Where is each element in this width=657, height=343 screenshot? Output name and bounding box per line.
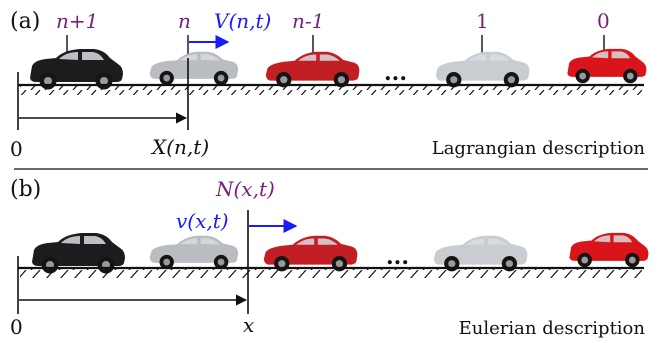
- car-icon: [263, 235, 358, 272]
- eulerian-description: Eulerian description: [459, 318, 646, 339]
- road-hatching: [20, 86, 642, 95]
- flow-label: N(x,t): [215, 177, 275, 201]
- panel-a: (a) n+1 n V(n,t) n-1 1 0 ... 0 X(n,t) La…: [10, 9, 647, 161]
- car-icon: [567, 48, 647, 84]
- car-icon: [149, 235, 239, 270]
- car-icon: [265, 51, 360, 88]
- ellipsis: ...: [384, 60, 407, 86]
- lagrangian-description: Lagrangian description: [432, 138, 646, 159]
- car-label-0: 0: [597, 9, 610, 33]
- car-icon: [435, 51, 530, 88]
- car-label-n-plus-1: n+1: [56, 9, 98, 33]
- ellipsis: ...: [386, 244, 409, 270]
- car-icon: [149, 51, 239, 86]
- car-icon: [30, 49, 123, 90]
- car-icon: [433, 235, 528, 272]
- panel-a-tag: (a): [10, 9, 40, 34]
- position-label-eulerian: x: [243, 313, 254, 337]
- panel-b: (b) N(x,t) v(x,t) ... 0 x Eulerian descr…: [10, 177, 649, 339]
- car-label-n-minus-1: n-1: [292, 9, 324, 33]
- position-label-lagrangian: X(n,t): [150, 135, 209, 159]
- velocity-label-eulerian: v(x,t): [176, 209, 229, 233]
- car-label-n: n: [178, 9, 191, 33]
- panel-b-tag: (b): [10, 177, 41, 202]
- origin-label-b: 0: [10, 315, 23, 339]
- origin-label-a: 0: [10, 137, 23, 161]
- car-icon: [569, 232, 649, 268]
- road-hatching: [20, 269, 642, 278]
- velocity-label-lagrangian: V(n,t): [214, 9, 271, 33]
- car-label-1: 1: [476, 9, 489, 33]
